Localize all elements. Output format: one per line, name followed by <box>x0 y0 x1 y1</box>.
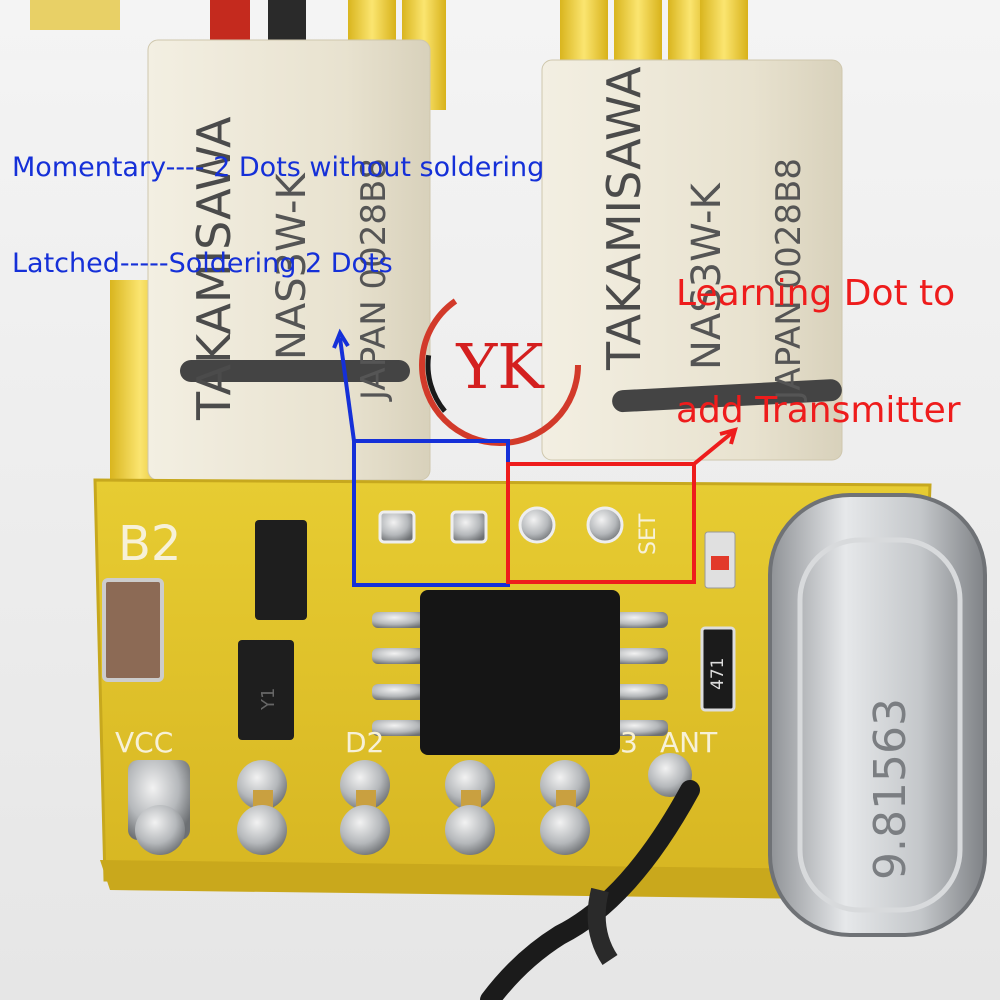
learning-annotation-line1: Learning Dot to <box>676 273 956 314</box>
pcb-board-label: B2 <box>118 516 181 572</box>
momentary-annotation: Momentary---- 2 Dots without soldering <box>12 152 545 183</box>
annotation-box-learning <box>506 427 738 584</box>
learning-dot-1 <box>518 506 556 544</box>
crystal-marking: 9.81563 <box>865 698 916 880</box>
pin-label-d2: D2 <box>345 726 384 759</box>
resistor <box>700 626 736 712</box>
resistor-label: 471 <box>708 658 728 690</box>
pcb-board: B2 Y1 SET 471 VCC D2 3 <box>93 478 932 900</box>
transistor-bottom <box>238 640 294 740</box>
relay-left-brand: TAKAMISAWA <box>187 116 241 421</box>
relay-left: TAKAMISAWA NAS3W-K JAPAN 0028B8 <box>147 39 431 481</box>
set-label: SET <box>636 513 661 555</box>
relay-left-origin: JAPAN 0028B8 <box>354 158 394 402</box>
relay-right: TAKAMISAWA NAS3W-K JAPAN 0028B8 <box>541 59 843 461</box>
momentary-dot-2 <box>450 510 488 544</box>
header-pins <box>128 753 692 855</box>
relay-right-origin: JAPAN 0028B8 <box>769 158 809 402</box>
antenna-wire <box>480 780 700 1000</box>
smd-capacitor <box>102 578 164 682</box>
pin-label-d3: 3 <box>620 726 638 759</box>
learning-dot-2 <box>586 506 624 544</box>
yk-logo-text: YK <box>455 330 545 403</box>
transistor-top <box>255 520 307 620</box>
relay-right-brand: TAKAMISAWA <box>597 66 651 371</box>
relay-left-model: NAS3W-K <box>269 172 315 360</box>
transistor-label: Y1 <box>258 688 279 711</box>
pin-label-vcc: VCC <box>115 726 173 759</box>
learning-annotation-line2: add Transmitter <box>676 390 961 431</box>
main-ic <box>372 590 668 755</box>
crystal-oscillator: 9.81563 <box>768 493 987 937</box>
latched-annotation: Latched-----Soldering 2 Dots <box>12 248 393 279</box>
relay-right-model: NAS3W-K <box>684 182 730 370</box>
momentary-dot-1 <box>378 510 416 544</box>
